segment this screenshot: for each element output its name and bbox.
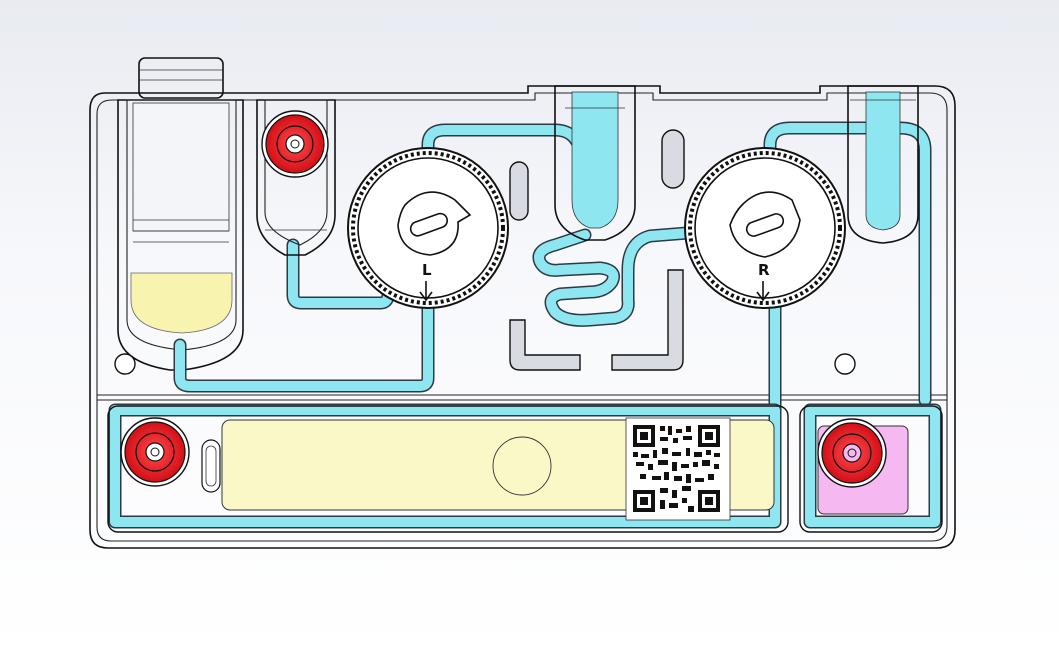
slots <box>509 129 685 371</box>
reagent-well-right <box>847 85 919 244</box>
valve-left-label: L <box>422 261 432 279</box>
port-icon[interactable] <box>120 417 190 487</box>
arrow-down-icon <box>419 281 433 302</box>
port-icon[interactable] <box>261 110 329 178</box>
qr-code-icon <box>625 417 731 521</box>
cartridge-body <box>89 85 956 549</box>
sample-tube <box>256 99 336 256</box>
reservoir-left <box>117 99 244 371</box>
filler-neck <box>138 57 224 99</box>
arrow-down-icon <box>756 281 770 302</box>
valve-left[interactable]: L <box>347 147 509 309</box>
valve-right[interactable]: R <box>684 147 846 309</box>
reagent-well-center <box>554 85 636 241</box>
valve-right-label: R <box>758 261 770 279</box>
port-icon[interactable] <box>817 418 887 488</box>
yellow-liquid <box>130 272 233 334</box>
alignment-holes <box>114 353 856 375</box>
